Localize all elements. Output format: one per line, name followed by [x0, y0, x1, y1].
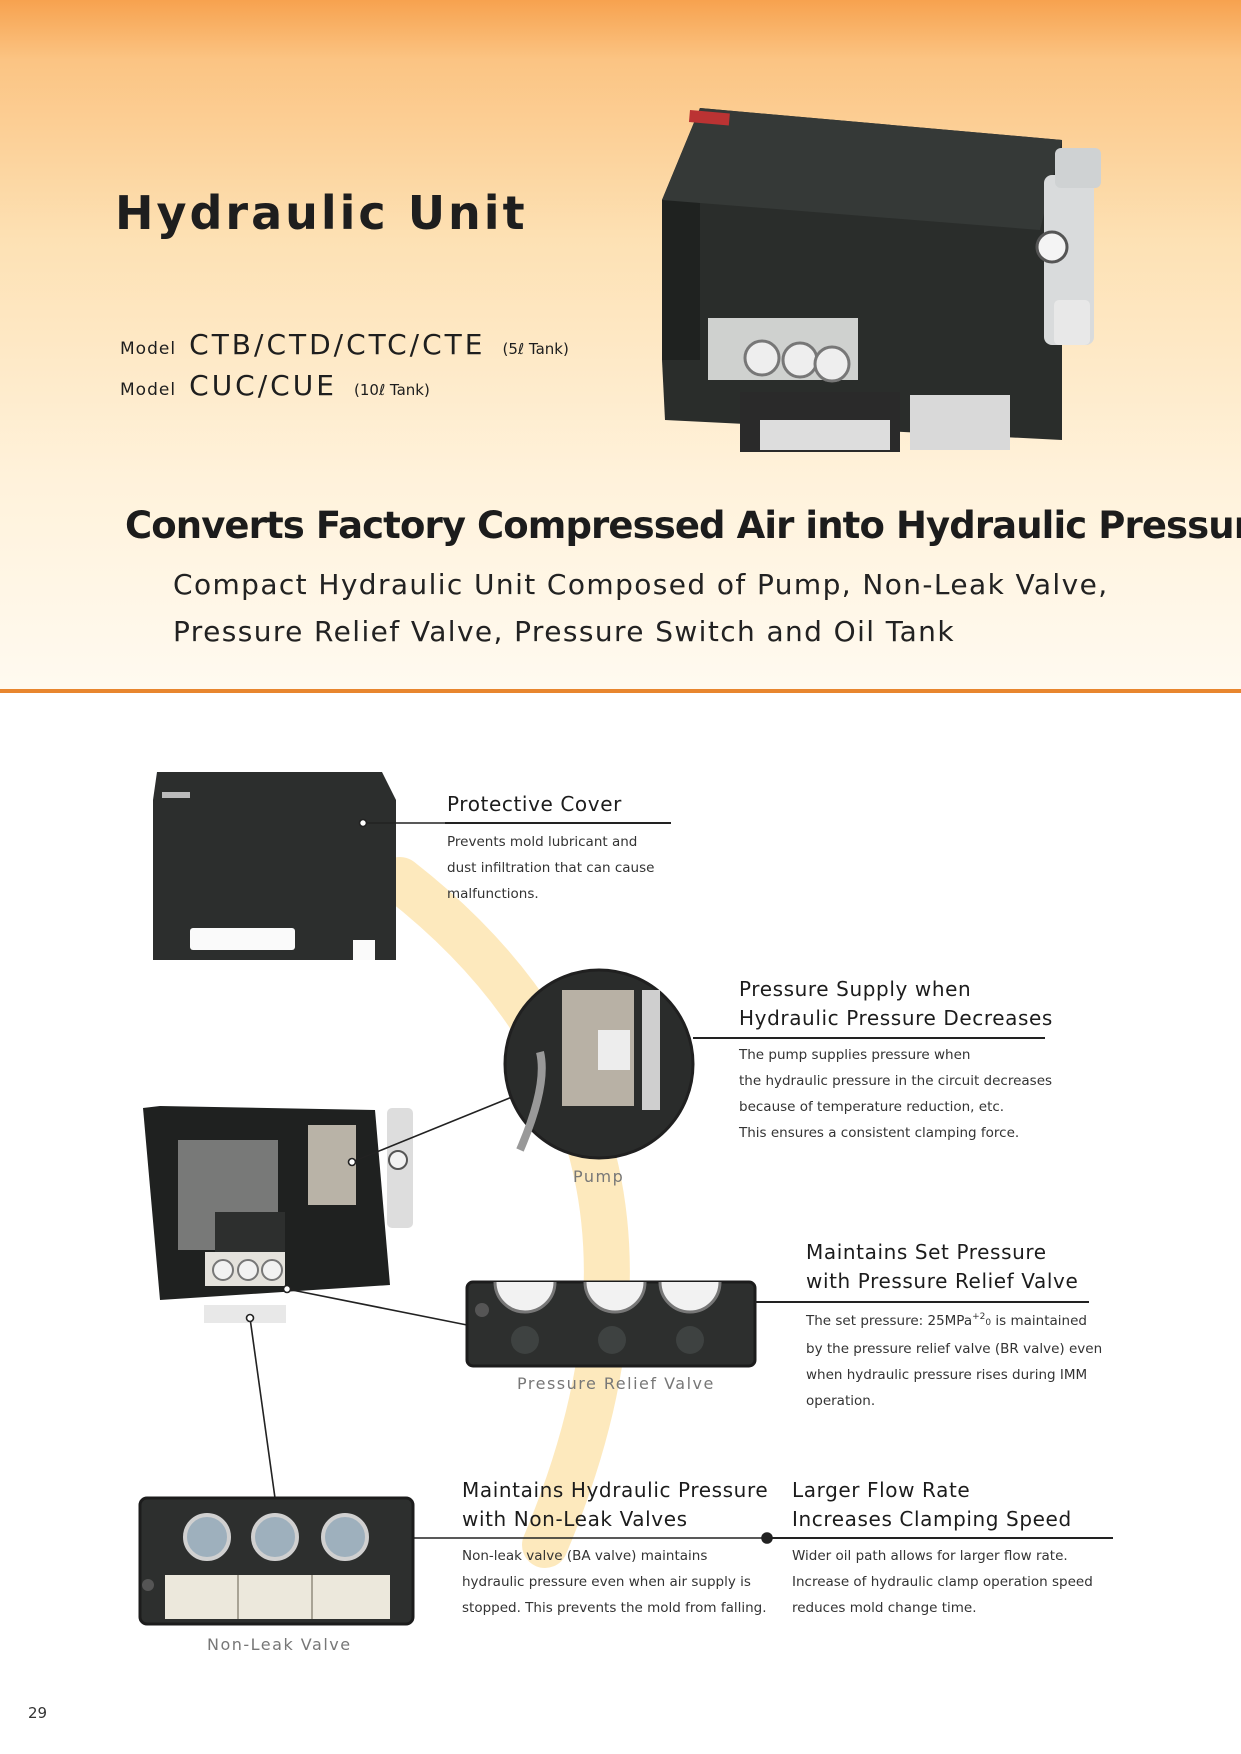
title-line: Maintains Hydraulic Pressure	[462, 1478, 769, 1502]
body-line: stopped. This prevents the mold from fal…	[462, 1600, 767, 1616]
set-pressure-text: The set pressure: 25MPa	[806, 1313, 973, 1329]
subheadline-line: Pressure Relief Valve, Pressure Switch a…	[173, 615, 955, 648]
flow-rate-body: Wider oil path allows for larger flow ra…	[792, 1543, 1093, 1621]
flow-rate-title: Larger Flow Rate Increases Clamping Spee…	[792, 1476, 1072, 1534]
tolerance-upper: +2	[972, 1312, 986, 1322]
title-line: Increases Clamping Speed	[792, 1507, 1072, 1531]
tolerance-lower: 0	[985, 1318, 992, 1328]
body-line: reduces mold change time.	[792, 1600, 977, 1616]
body-line: The set pressure: 25MPa+20 is maintained	[806, 1308, 1102, 1336]
relief-valve-title: Maintains Set Pressure with Pressure Rel…	[806, 1238, 1078, 1296]
page-title: Hydraulic Unit	[115, 186, 528, 240]
protective-cover-body: Prevents mold lubricant and dust infiltr…	[447, 829, 654, 907]
tank-size: (10ℓ Tank)	[354, 381, 430, 399]
subheadline-line: Compact Hydraulic Unit Composed of Pump,…	[173, 568, 1109, 601]
pump-detail-image	[503, 968, 695, 1160]
body-line: hydraulic pressure even when air supply …	[462, 1574, 751, 1590]
relief-valve-detail-image	[465, 1280, 757, 1368]
model-code: CTB/CTD/CTC/CTE	[189, 328, 486, 361]
model-line-10l: Model CUC/CUE (10ℓ Tank)	[120, 369, 430, 402]
body-line: operation.	[806, 1393, 876, 1409]
non-leak-valve-caption: Non-Leak Valve	[207, 1635, 352, 1654]
relief-valve-body: The set pressure: 25MPa+20 is maintained…	[806, 1308, 1102, 1414]
title-line: Pressure Supply when	[739, 977, 972, 1001]
tank-size: (5ℓ Tank)	[502, 340, 569, 358]
non-leak-body: Non-leak valve (BA valve) maintains hydr…	[462, 1543, 767, 1621]
decorative-arc	[377, 857, 630, 1568]
title-line: Larger Flow Rate	[792, 1478, 971, 1502]
body-line: This ensures a consistent clamping force…	[739, 1125, 1020, 1141]
body-line: Prevents mold lubricant and	[447, 834, 638, 850]
pump-caption: Pump	[573, 1167, 625, 1186]
model-line-5l: Model CTB/CTD/CTC/CTE (5ℓ Tank)	[120, 328, 569, 361]
body-line: because of temperature reduction, etc.	[739, 1099, 1005, 1115]
pressure-supply-rule	[693, 1037, 1045, 1039]
title-line: Hydraulic Pressure Decreases	[739, 1006, 1053, 1030]
model-code: CUC/CUE	[189, 369, 337, 402]
protective-cover-rule	[445, 822, 671, 824]
body-line: Non-leak valve (BA valve) maintains	[462, 1548, 708, 1564]
non-leak-valve-detail-image	[138, 1496, 415, 1626]
body-line: when hydraulic pressure rises during IMM	[806, 1367, 1088, 1383]
page-number: 29	[28, 1704, 48, 1722]
body-line: dust infiltration that can cause	[447, 860, 655, 876]
model-label: Model	[120, 380, 177, 400]
set-pressure-suffix: is maintained	[991, 1313, 1087, 1329]
protective-cover-title: Protective Cover	[447, 792, 622, 816]
leader-lines	[245, 818, 773, 1544]
headline: Converts Factory Compressed Air into Hyd…	[125, 504, 1241, 547]
title-line: with Non-Leak Valves	[462, 1507, 688, 1531]
body-line: by the pressure relief valve (BR valve) …	[806, 1341, 1103, 1357]
body-line: The pump supplies pressure when	[739, 1047, 971, 1063]
body-line: Increase of hydraulic clamp operation sp…	[792, 1574, 1093, 1590]
flow-rate-rule	[767, 1537, 1113, 1539]
title-line: Maintains Set Pressure	[806, 1240, 1047, 1264]
model-label: Model	[120, 339, 177, 359]
body-line: malfunctions.	[447, 886, 539, 902]
header-divider	[0, 689, 1241, 693]
protective-cover-image	[153, 772, 396, 960]
pressure-supply-body: The pump supplies pressure when the hydr…	[739, 1042, 1052, 1146]
non-leak-title: Maintains Hydraulic Pressure with Non-Le…	[462, 1476, 768, 1534]
body-line: Wider oil path allows for larger flow ra…	[792, 1548, 1068, 1564]
cutaway-unit-image	[143, 1106, 413, 1323]
relief-valve-caption: Pressure Relief Valve	[517, 1374, 715, 1393]
pressure-supply-title: Pressure Supply when Hydraulic Pressure …	[739, 975, 1053, 1033]
title-line: with Pressure Relief Valve	[806, 1269, 1079, 1293]
hero-product-image	[662, 108, 1101, 452]
relief-valve-rule	[755, 1301, 1089, 1303]
body-line: the hydraulic pressure in the circuit de…	[739, 1073, 1053, 1089]
